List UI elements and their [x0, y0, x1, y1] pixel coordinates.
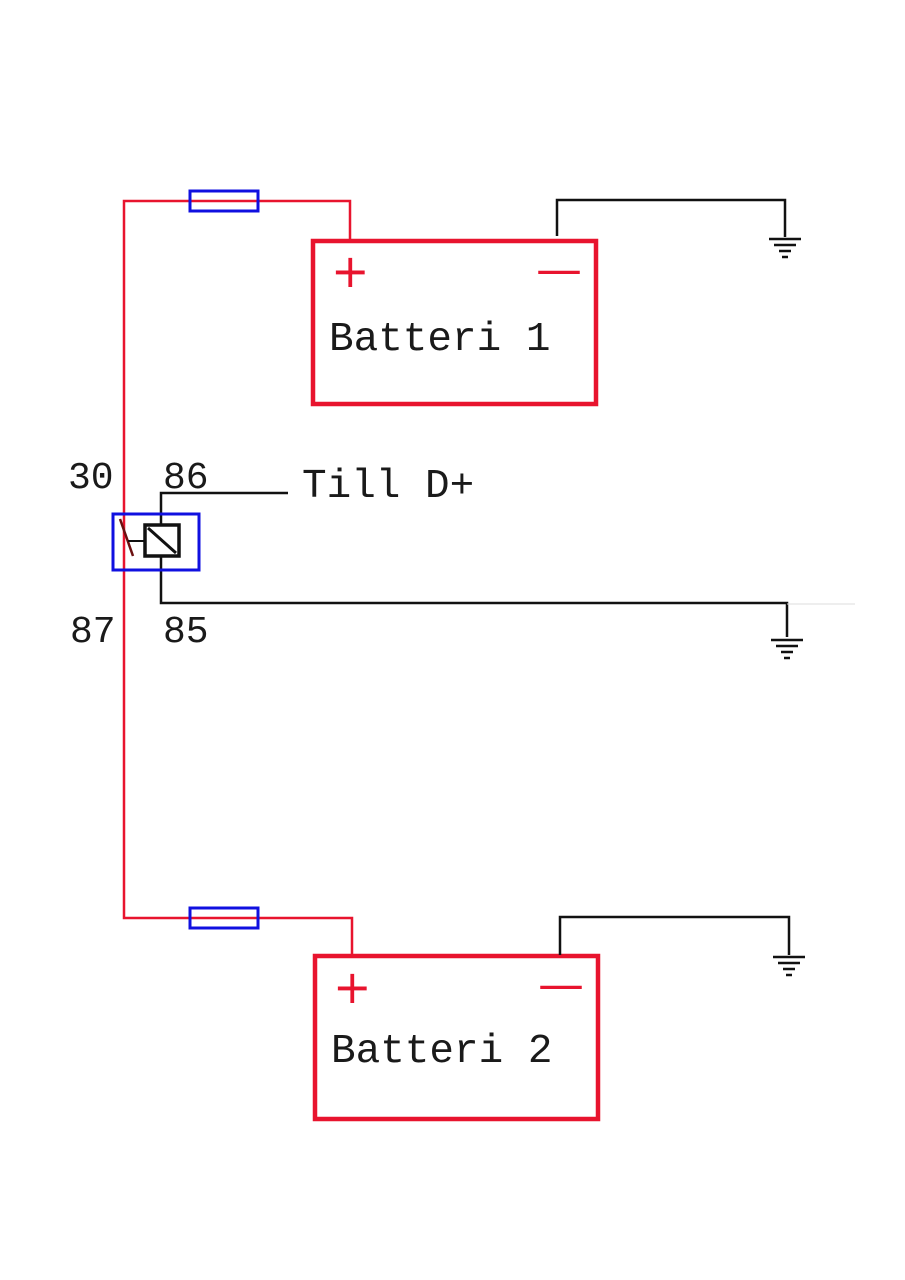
- positive-wiring: [122, 199, 354, 955]
- relay-signal-label: Till D+: [302, 464, 474, 510]
- relay-housing: [111, 512, 201, 572]
- battery-1-outline: [310, 238, 599, 407]
- relay-switch-contact: [118, 518, 135, 557]
- battery-1-minus-sign: —: [536, 242, 582, 296]
- ground-icon: [771, 638, 803, 660]
- battery-1: + — Batteri 1: [310, 238, 599, 407]
- wire-battery2-negative: [558, 915, 791, 955]
- battery-2-minus-sign: —: [538, 957, 584, 1011]
- battery-1-plus-sign: +: [331, 244, 370, 298]
- wire-battery1-negative: [555, 198, 787, 237]
- relay-pin-85-label: 85: [163, 611, 209, 654]
- fuse-icon: [188, 189, 260, 213]
- battery-2-outline: [312, 953, 601, 1122]
- ground-icon: [773, 955, 805, 977]
- ground-wiring: [159, 198, 791, 955]
- battery-2-label: Batteri 2: [331, 1029, 552, 1075]
- relay: 30 86 87 85 Till D+: [68, 457, 474, 654]
- battery-1-label: Batteri 1: [329, 317, 550, 363]
- relay-coil-icon: [143, 523, 181, 558]
- wire-relay-85: [159, 556, 789, 637]
- fuse-icon: [188, 906, 260, 930]
- ground-icon: [769, 237, 801, 259]
- battery-2: + — Batteri 2: [312, 953, 601, 1122]
- relay-pin-87-label: 87: [70, 611, 116, 654]
- relay-pin-86-label: 86: [163, 457, 209, 500]
- relay-pin-30-label: 30: [68, 457, 114, 500]
- battery-2-plus-sign: +: [333, 960, 372, 1014]
- wire-battery1-positive: [122, 199, 354, 955]
